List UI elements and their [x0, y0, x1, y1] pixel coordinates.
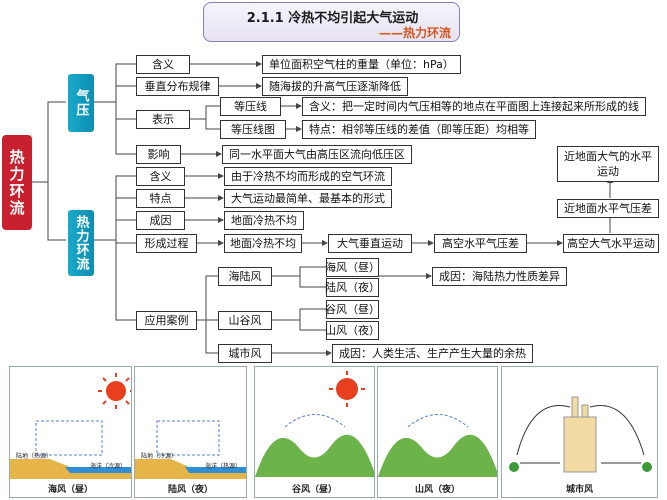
mountain-breeze-night: 山风（夜）	[325, 321, 380, 340]
mountain-breeze-diagram	[378, 375, 497, 477]
cases-label: 应用案例	[136, 311, 197, 330]
page-title: 2.1.1 冷热不均引起大气运动	[246, 11, 419, 26]
pressure-represent-label: 表示	[136, 110, 190, 129]
process-label: 形成过程	[136, 234, 197, 253]
illustration-sea-breeze: 陆地（热源） 海洋（冷源） 海风（昼）	[9, 366, 132, 498]
valley-label: 山谷风	[218, 311, 272, 330]
sea-breeze-diagram	[10, 373, 131, 479]
pressure-influence-desc: 同一水平面大气由高压区流向低压区	[222, 145, 412, 164]
city-wind-diagram	[509, 396, 652, 473]
isobar-map-label: 等压线图	[220, 120, 286, 139]
illustration-mountain-breeze: 山风（夜）	[377, 366, 498, 498]
illustration-city-wind: 城市风	[501, 366, 658, 498]
pressure-meaning-label: 含义	[136, 55, 190, 74]
city-cause: 成因：人类生活、生产产生大量的余热	[332, 344, 533, 363]
circulation-feature-desc: 大气运动最简单、最基本的形式	[224, 189, 392, 208]
moon-icon	[468, 375, 486, 404]
pressure-vertical-desc: 随海拔的升高气压逐渐降低	[262, 77, 408, 96]
circulation-cause-desc: 地面冷热不均	[224, 211, 304, 230]
sun-icon	[98, 373, 131, 409]
sea-land-label: 海陆风	[218, 267, 272, 286]
moon-icon	[221, 377, 239, 406]
caption-valley-breeze: 谷风（昼）	[291, 485, 337, 495]
title-box: 2.1.1 冷热不均引起大气运动 ——热力环流	[203, 2, 460, 42]
page-subtitle: ——热力环流	[378, 26, 451, 40]
land-label: 陆地（冷源）	[141, 453, 178, 460]
process-step-1: 地面冷热不均	[224, 234, 302, 253]
city-label: 城市风	[218, 344, 272, 363]
isobar-desc: 含义：把一定时间内气压相等的地点在平面图上连接起来所形成的线	[302, 97, 646, 116]
pressure-influence-label: 影响	[136, 145, 181, 164]
process-up-1: 近地面水平气压差	[557, 199, 659, 218]
circulation-feature-label: 特点	[136, 189, 185, 208]
sea-label: 海洋（冷源）	[90, 463, 127, 470]
pressure-meaning-desc: 单位面积空气柱的重量（单位：hPa）	[262, 55, 461, 74]
process-step-3: 高空水平气压差	[434, 234, 527, 253]
valley-breeze-day: 谷风（昼）	[325, 300, 380, 319]
process-up-2: 近地面大气的水平运动	[557, 146, 659, 182]
sea-breeze-day: 海风（昼）	[325, 258, 380, 277]
isobar-label: 等压线	[220, 97, 281, 116]
illustration-valley-breeze: 谷风（昼）	[254, 366, 375, 498]
circulation-meaning-desc: 由于冷热不均而形成的空气环流	[224, 167, 392, 186]
circulation-meaning-label: 含义	[136, 167, 185, 186]
land-breeze-night: 陆风（夜）	[325, 278, 380, 297]
sea-label: 海洋（热源）	[205, 463, 242, 470]
caption-land-breeze: 陆风（夜）	[167, 485, 213, 495]
sun-icon	[329, 371, 365, 407]
caption-city-wind: 城市风	[565, 485, 593, 495]
process-step-2: 大气垂直运动	[328, 234, 412, 253]
isobar-map-desc: 特点：相邻等压线的差值（即等压距）均相等	[302, 120, 536, 139]
category-circulation: 热力环流	[68, 210, 94, 276]
pressure-vertical-label: 垂直分布规律	[136, 77, 219, 96]
land-label: 陆地（热源）	[16, 453, 53, 460]
sea-land-cause: 成因：海陆热力性质差异	[432, 267, 567, 286]
category-pressure: 气压	[68, 74, 94, 132]
circulation-cause-label: 成因	[136, 211, 185, 230]
caption-sea-breeze: 海风（昼）	[47, 485, 93, 495]
root-node: 热力环流	[2, 135, 32, 230]
caption-mountain-breeze: 山风（夜）	[414, 485, 460, 495]
land-breeze-diagram	[135, 377, 246, 479]
illustration-land-breeze: 陆地（冷源） 海洋（热源） 陆风（夜）	[134, 366, 247, 498]
valley-breeze-diagram	[255, 371, 374, 477]
process-step-4: 高空大气水平运动	[563, 234, 659, 253]
